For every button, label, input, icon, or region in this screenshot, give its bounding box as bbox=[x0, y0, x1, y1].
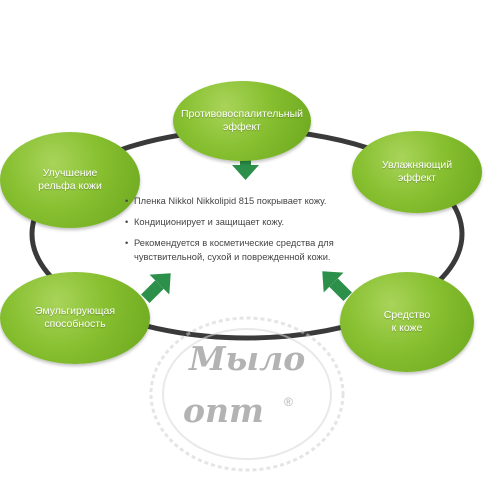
node-anti-inflammatory-label: Противовоспалительный эффект bbox=[180, 108, 304, 133]
watermark-word-2: опт bbox=[183, 391, 264, 430]
node-anti-inflammatory: Противовоспалительный эффект bbox=[173, 81, 311, 161]
node-skin-relief-label: Улучшение рельфа кожи bbox=[38, 167, 102, 192]
watermark-word-1: Мыло bbox=[189, 339, 306, 378]
arrow-up-left-icon bbox=[322, 271, 352, 301]
node-emulsifying-label: Эмульгирующая способность bbox=[34, 305, 116, 330]
node-moisturizing-label: Увлажняющий эффект bbox=[381, 159, 453, 184]
list-item: Пленка Nikkol Nikkolipid 815 покрывает к… bbox=[125, 194, 380, 208]
node-skin-agent: Средство к коже bbox=[340, 272, 474, 372]
benefits-list: Пленка Nikkol Nikkolipid 815 покрывает к… bbox=[125, 194, 380, 271]
arrow-up-right-icon bbox=[141, 273, 171, 303]
node-skin-relief: Улучшение рельфа кожи bbox=[0, 132, 140, 228]
registered-mark: ® bbox=[284, 395, 293, 409]
list-item: Рекомендуется в косметические средства д… bbox=[125, 236, 380, 264]
node-skin-agent-label: Средство к коже bbox=[383, 309, 431, 334]
node-emulsifying: Эмульгирующая способность bbox=[0, 272, 150, 364]
list-item: Кондиционирует и защищает кожу. bbox=[125, 215, 380, 229]
watermark-seal bbox=[149, 316, 345, 472]
